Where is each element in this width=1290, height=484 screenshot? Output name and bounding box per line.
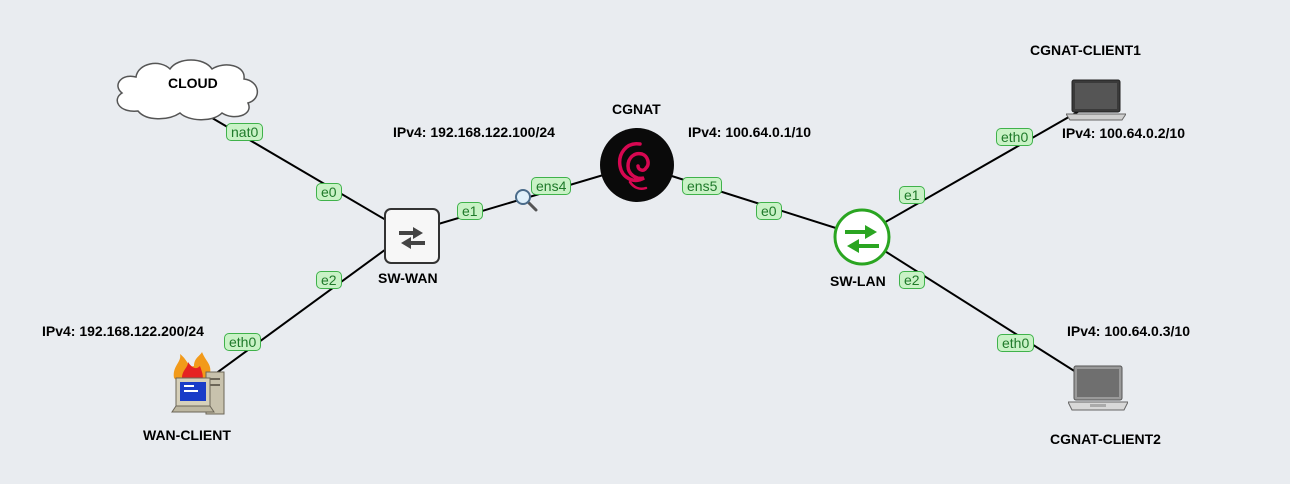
ipv4-cgnat-lan-side: IPv4: 100.64.0.1/10 (688, 124, 811, 140)
ipv4-sw-wan-side: IPv4: 192.168.122.100/24 (393, 124, 555, 140)
cgnat-client1-node[interactable] (1065, 78, 1127, 122)
sw-wan-node[interactable] (383, 207, 441, 265)
laptop-icon (1065, 79, 1127, 121)
ipv4-client1: IPv4: 100.64.0.2/10 (1062, 125, 1185, 141)
wan-client-node[interactable] (166, 352, 228, 420)
iface-cgnat-ens4[interactable]: ens4 (531, 177, 572, 195)
cgnat-client1-name: CGNAT-CLIENT1 (1030, 42, 1141, 58)
sw-lan-name: SW-LAN (830, 273, 886, 289)
iface-swlan-e1[interactable]: e1 (899, 186, 925, 204)
ipv4-client2: IPv4: 100.64.0.3/10 (1067, 323, 1190, 339)
ipv4-wan-client: IPv4: 192.168.122.200/24 (42, 323, 204, 339)
iface-cloud-nat0[interactable]: nat0 (226, 123, 264, 141)
iface-swwan-e0[interactable]: e0 (316, 183, 342, 201)
link-swlan-client1[interactable] (860, 101, 1096, 237)
wan-client-name: WAN-CLIENT (143, 427, 231, 443)
sw-lan-node[interactable] (833, 208, 891, 266)
iface-swlan-e0[interactable]: e0 (756, 202, 782, 220)
cloud-name: CLOUD (168, 75, 218, 91)
iface-client2-eth0[interactable]: eth0 (997, 334, 1035, 352)
cgnat-node[interactable] (600, 128, 674, 202)
link-swlan-client2[interactable] (860, 235, 1099, 387)
iface-cgnat-ens5[interactable]: ens5 (682, 177, 723, 195)
router-switch-icon (833, 208, 891, 266)
cloud-node[interactable]: CLOUD (108, 55, 264, 123)
link-cloud-swwan[interactable] (189, 104, 409, 234)
iface-swlan-e2[interactable]: e2 (899, 271, 925, 289)
switch-icon (384, 208, 440, 264)
magnifier-icon[interactable] (515, 189, 538, 212)
debian-logo-icon (600, 128, 674, 202)
computer-firewall-icon (171, 352, 225, 415)
cgnat-client2-name: CGNAT-CLIENT2 (1050, 431, 1161, 447)
cgnat-name: CGNAT (612, 101, 661, 117)
link-cgnat-swlan[interactable] (636, 164, 862, 237)
sw-wan-name: SW-WAN (378, 270, 438, 286)
cgnat-client2-node[interactable] (1067, 364, 1129, 412)
iface-swwan-e1[interactable]: e1 (457, 202, 483, 220)
link-swwan-wanclient[interactable] (195, 232, 409, 389)
iface-swwan-e2[interactable]: e2 (316, 271, 342, 289)
iface-client1-eth0[interactable]: eth0 (996, 128, 1034, 146)
iface-wanclient-eth0[interactable]: eth0 (224, 333, 262, 351)
laptop-icon (1067, 365, 1129, 411)
cloud-icon (116, 59, 258, 121)
